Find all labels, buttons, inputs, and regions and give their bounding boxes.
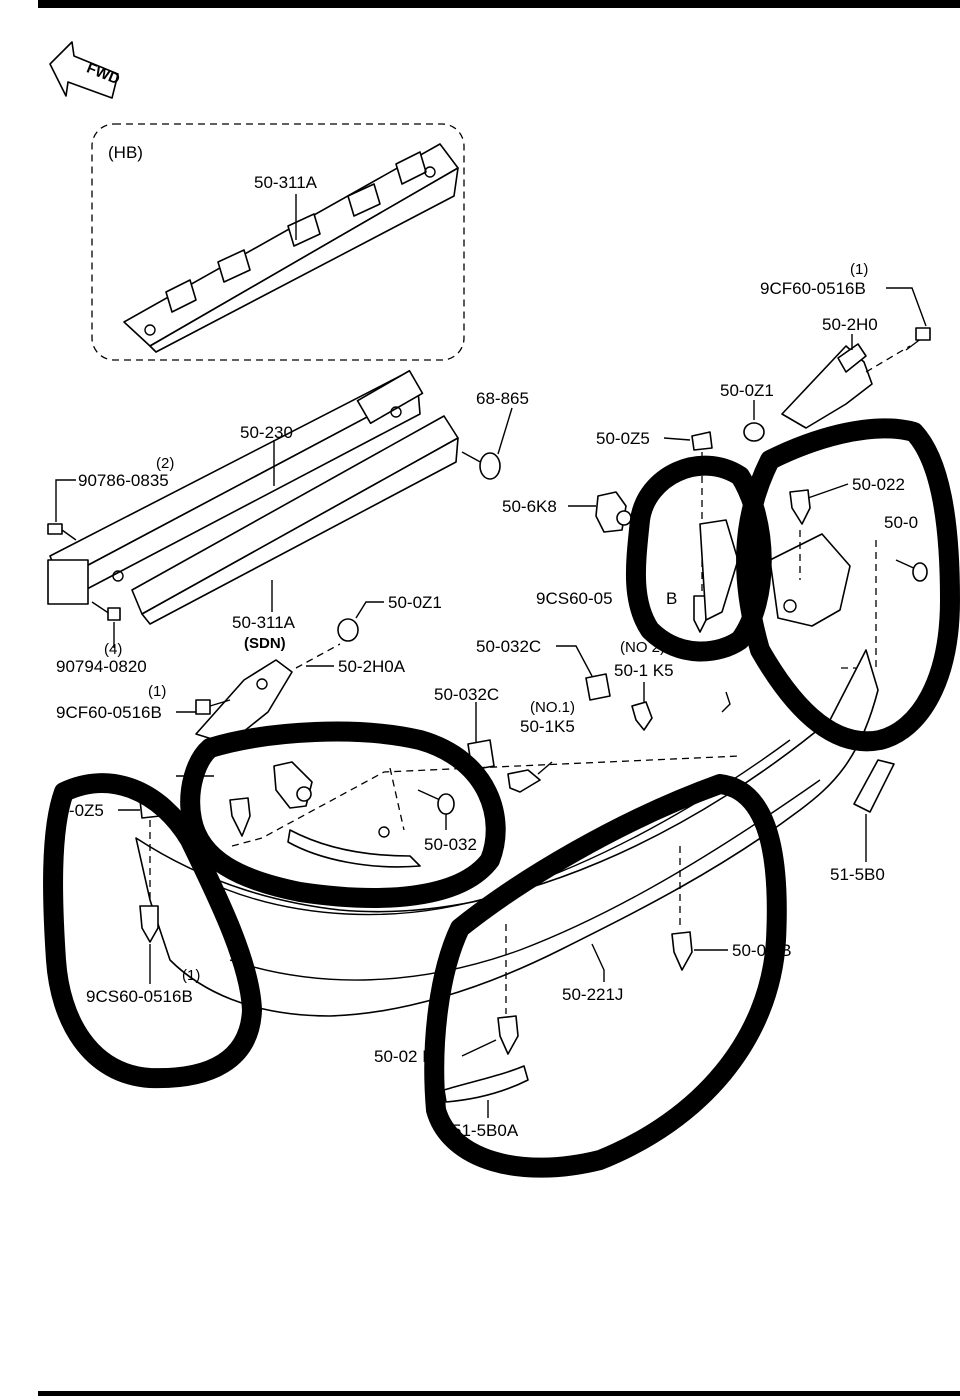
label-9cf60-tr: 9CF60-0516B: [760, 279, 866, 298]
label-50-032c-b: 50-032C: [434, 685, 499, 704]
label-50-0-r: 50-0: [884, 513, 918, 532]
marker-circle-5: [424, 774, 787, 1178]
label-50-0z5-tr: 50-0Z5: [596, 429, 650, 448]
label-9cs60-mid: 9CS60-05: [536, 589, 613, 608]
leader-0z5-tr: [663, 437, 691, 441]
fwd-arrow-icon: FWD: [49, 41, 122, 99]
label-51-5b0: 51-5B0: [830, 865, 885, 884]
label-51-5b0a: 51-5B0A: [452, 1121, 519, 1140]
leader-90786: [55, 479, 76, 522]
screw-9cf60-l: [195, 699, 231, 715]
label-90786-qty: (2): [156, 455, 174, 472]
top-rule: [38, 0, 960, 8]
bumper-reinforcement: [47, 369, 459, 625]
label-9cf60-tr-qty: (1): [850, 261, 868, 278]
reflector-51-5b0a: [443, 1065, 529, 1103]
label-50-311a-hb: 50-311A: [254, 173, 318, 192]
stud-50-6k8-l: [273, 761, 313, 809]
label-50-032c-a: 50-032C: [476, 637, 541, 656]
label-50-0z1-mid: 50-0Z1: [388, 593, 442, 612]
label-50-221j: 50-221J: [562, 985, 623, 1004]
label-90786: 90786-0835: [78, 471, 169, 490]
label-50-311a-sdn: 50-311A: [232, 613, 296, 632]
leader-022-r: [807, 483, 849, 499]
hb-inset-label: (HB): [108, 143, 143, 162]
bolt-90794: [91, 601, 121, 621]
leader-9cf60-tr: [886, 287, 927, 327]
label-9cs60-l-qty: (1): [182, 967, 200, 984]
label-sdn: (SDN): [244, 635, 286, 652]
stud-50-6k8: [595, 491, 632, 533]
marker-circle-1: [625, 455, 772, 662]
nut-50-0z1-mid: [337, 618, 359, 642]
reflector-51-5b0: [853, 759, 895, 813]
label-90794-qty: (4): [104, 641, 122, 658]
bottom-rule: [38, 1391, 960, 1396]
label-no1: (NO.1): [530, 699, 575, 716]
nut-50-0z1-tr: [743, 422, 765, 442]
label-50-2h0: 50-2H0: [822, 315, 878, 334]
bracket-right: [699, 519, 877, 669]
label-50-230: 50-230: [240, 423, 293, 442]
leader-032c-a: [556, 645, 593, 677]
clip-50-022b-b: [497, 924, 519, 1055]
hb-inset-box: [91, 123, 465, 361]
screw-50-032: [417, 789, 455, 815]
leader-0z1-mid: [355, 601, 384, 619]
marker-circle-4: [43, 773, 262, 1089]
label-68-865: 68-865: [476, 389, 529, 408]
bolt-68-865: [461, 451, 501, 480]
label-9cf60-l: 9CF60-0516B: [56, 703, 162, 722]
clip-50-022b-r: [671, 846, 693, 971]
label-50-022-r: 50-022: [852, 475, 905, 494]
leader-50-221j: [591, 943, 605, 982]
marker-circle-2: [736, 418, 960, 752]
marker-circle-3: [180, 721, 506, 908]
screw-50-0-r: [895, 559, 928, 582]
retainer-50-1k5-no2: [631, 682, 653, 731]
label-50-0z1-tr: 50-0Z1: [720, 381, 774, 400]
label-50-1k5-a: 50-1 K5: [614, 661, 674, 680]
bracket-50-2h0: [781, 343, 911, 429]
label-50-022b-b: 50-02 B: [374, 1047, 434, 1066]
label-50-6k8: 50-6K8: [502, 497, 557, 516]
label-9cf60-l-qty: (1): [148, 683, 166, 700]
bolt-90786: [47, 523, 77, 541]
label-50-1k5-b: 50-1K5: [520, 717, 575, 736]
screw-9cf60-tr: [905, 327, 931, 351]
label-9cs60-mid-b: B: [666, 589, 677, 608]
clip-50-022-r: [789, 489, 811, 525]
retainer-50-1k5-no1: [507, 761, 553, 793]
grommet-50-032c-a: [585, 673, 611, 701]
label-9cs60-l: 9CS60-0516B: [86, 987, 193, 1006]
leader-68-865: [497, 407, 513, 455]
label-50-032: 50-032: [424, 835, 477, 854]
label-50-2h0a: 50-2H0A: [338, 657, 406, 676]
leader-022b-b: [461, 1039, 497, 1057]
label-90794: 90794-0820: [56, 657, 147, 676]
